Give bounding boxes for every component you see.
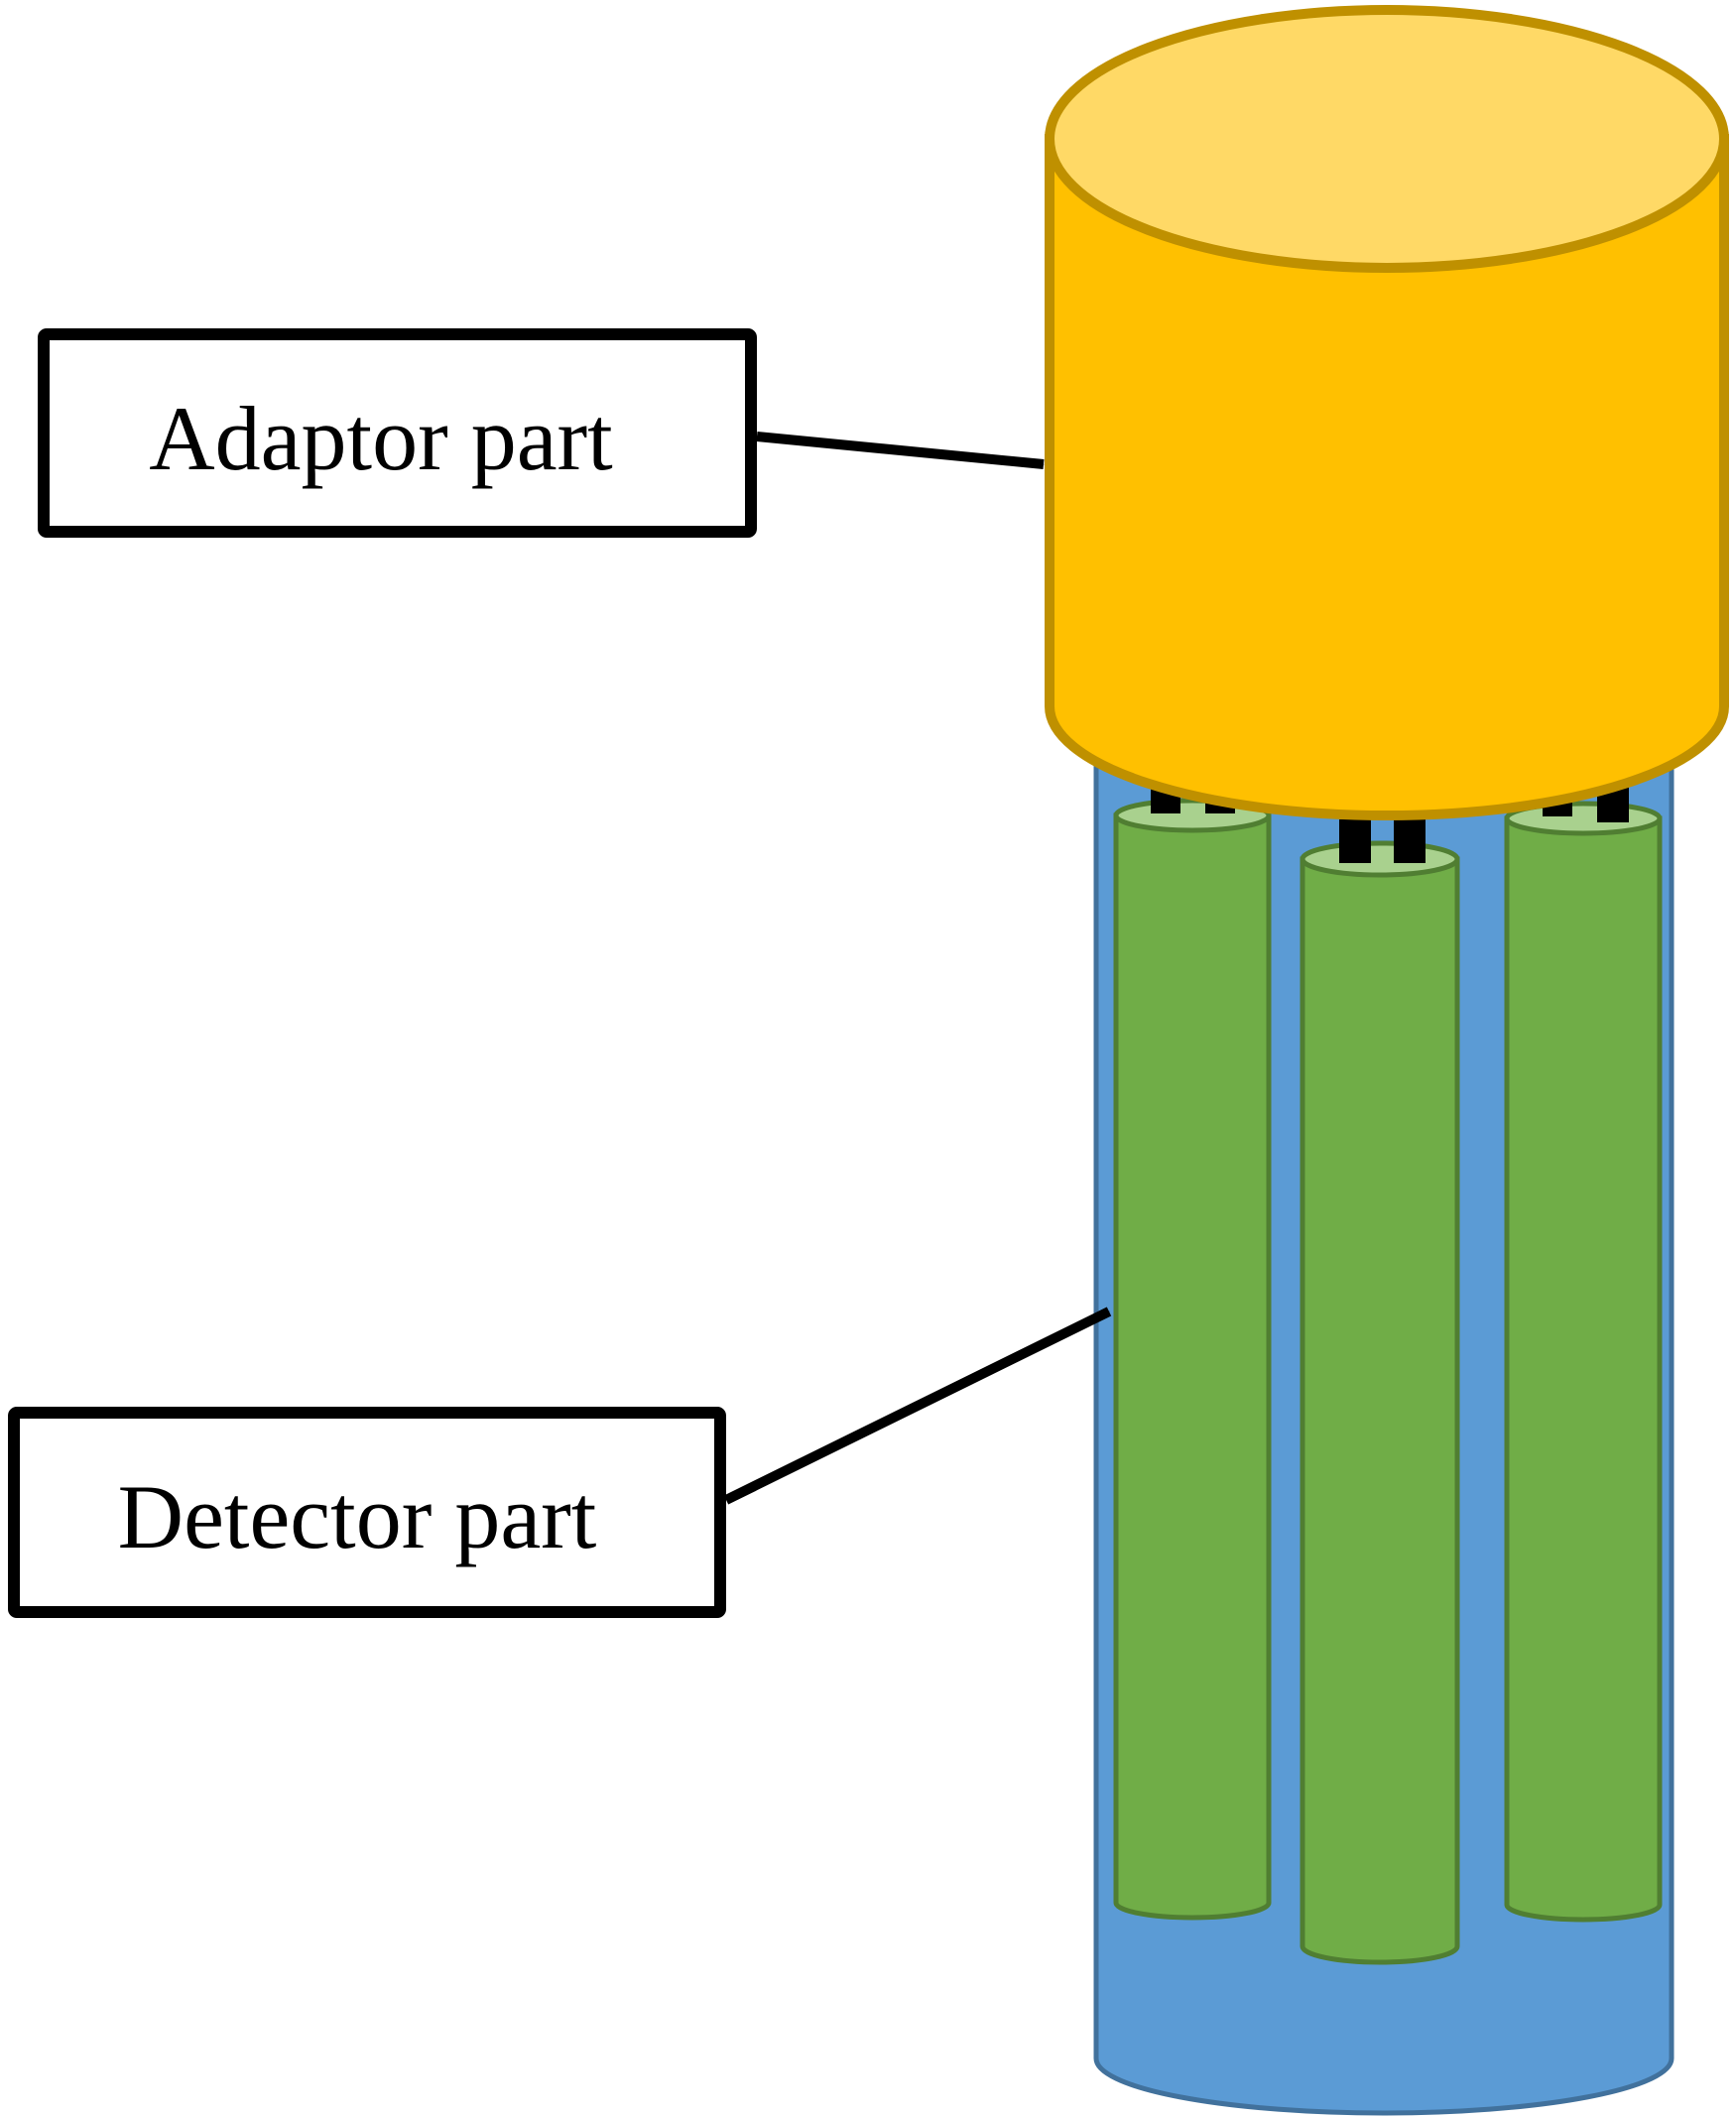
detector-tubes xyxy=(1113,784,1663,1965)
detector-label: Detector part xyxy=(118,1466,597,1567)
detector-tube-middle xyxy=(1300,819,1460,1965)
detector-tube-left xyxy=(1113,784,1272,1921)
adaptor-label: Adaptor part xyxy=(149,388,613,489)
detector-arrow xyxy=(723,1307,1112,1505)
adaptor-arrow xyxy=(756,432,1045,469)
connector-pin xyxy=(1394,819,1426,863)
adaptor-body xyxy=(1045,134,1729,820)
adaptor-cylinder xyxy=(1045,5,1729,820)
adaptor-top xyxy=(1045,5,1729,273)
detector-tube-right xyxy=(1504,787,1663,1923)
adaptor-label-box: Adaptor part xyxy=(38,328,757,538)
detector-label-box: Detector part xyxy=(8,1407,726,1618)
connector-pin xyxy=(1339,819,1371,863)
